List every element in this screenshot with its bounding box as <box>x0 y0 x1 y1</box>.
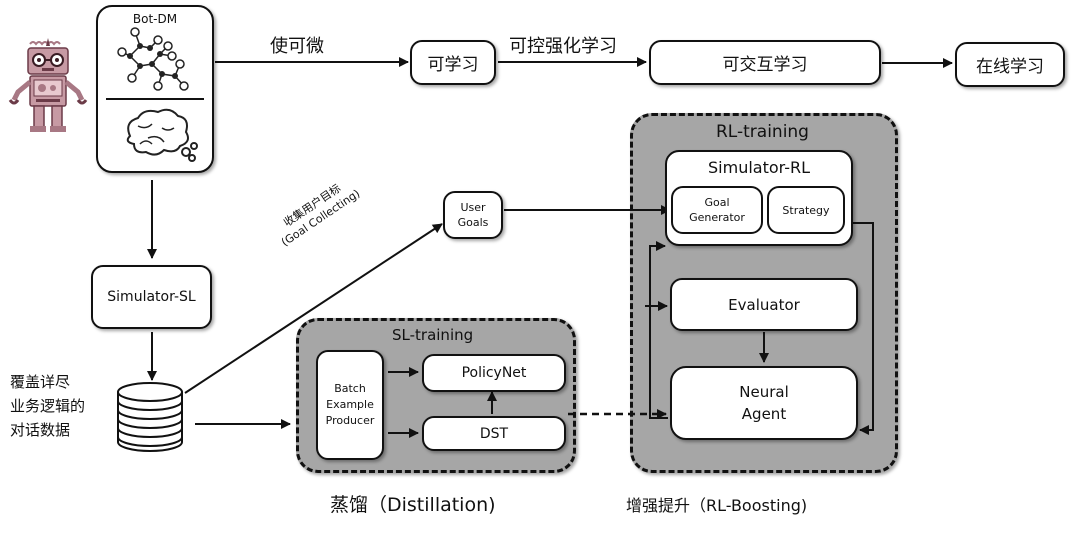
node-interactive-learning[interactable]: 可交互学习 <box>649 40 881 85</box>
node-learnable-label: 可学习 <box>427 55 479 75</box>
batch-example-producer-box[interactable]: Batch Example Producer <box>316 350 384 460</box>
evaluator-box[interactable]: Evaluator <box>670 278 858 331</box>
bot-dm-box[interactable]: Bot-DM <box>96 5 214 173</box>
dst-box[interactable]: DST <box>422 416 566 451</box>
neural-agent-label-line: Agent <box>741 405 787 423</box>
evaluator-label: Evaluator <box>728 295 800 314</box>
neural-agent-box[interactable]: Neural Agent <box>670 366 858 440</box>
goal-collecting-label: 收集用户目标 (Goal Collecting) <box>270 174 363 250</box>
rl-boosting-caption: 增强提升（RL-Boosting) <box>626 496 808 515</box>
node-online-learning-label: 在线学习 <box>976 57 1044 77</box>
distillation-caption: 蒸馏（Distillation) <box>330 494 496 516</box>
database-icon[interactable] <box>114 382 186 454</box>
dst-label: DST <box>479 425 509 442</box>
node-learnable[interactable]: 可学习 <box>410 40 496 85</box>
user-goals-label-line: User <box>460 201 486 214</box>
data-store-label-line: 覆盖详尽 <box>10 373 71 391</box>
batch-label-line: Example <box>326 398 374 411</box>
goal-generator-label-line: Goal <box>704 196 730 209</box>
data-store-label: 覆盖详尽 业务逻辑的 对话数据 <box>10 370 85 442</box>
policynet-label: PolicyNet <box>461 365 527 381</box>
rl-training-title: RL-training <box>716 122 809 142</box>
edge-label-controllable-rl: 可控强化学习 <box>509 36 617 57</box>
bot-dm-title: Bot-DM <box>132 12 178 26</box>
goal-generator-box[interactable]: Goal Generator <box>671 186 763 234</box>
robot-icon <box>8 38 88 134</box>
user-goals-box[interactable]: User Goals <box>443 191 503 239</box>
strategy-box[interactable]: Strategy <box>767 186 845 234</box>
neural-agent-label-line: Neural <box>739 383 789 401</box>
goal-generator-label-line: Generator <box>689 211 745 224</box>
brain-icon <box>126 108 198 162</box>
batch-label-line: Producer <box>325 414 375 427</box>
edge-label-differentiable: 使可微 <box>270 36 324 57</box>
user-goals-label-line: Goals <box>457 216 489 229</box>
network-graph-icon <box>117 27 189 91</box>
simulator-sl-label: Simulator-SL <box>107 289 196 305</box>
data-store-label-line: 对话数据 <box>10 421 71 439</box>
gears-icon <box>181 142 198 162</box>
simulator-sl-box[interactable]: Simulator-SL <box>91 265 212 329</box>
strategy-label: Strategy <box>782 203 830 217</box>
sl-training-title: SL-training <box>392 326 474 344</box>
policynet-box[interactable]: PolicyNet <box>422 354 566 392</box>
bot-dm-divider <box>106 98 204 100</box>
node-online-learning[interactable]: 在线学习 <box>955 42 1065 87</box>
simulator-rl-label: Simulator-RL <box>708 158 810 177</box>
batch-label-line: Batch <box>334 382 366 395</box>
node-interactive-learning-label: 可交互学习 <box>722 55 808 75</box>
data-store-label-line: 业务逻辑的 <box>10 397 86 415</box>
